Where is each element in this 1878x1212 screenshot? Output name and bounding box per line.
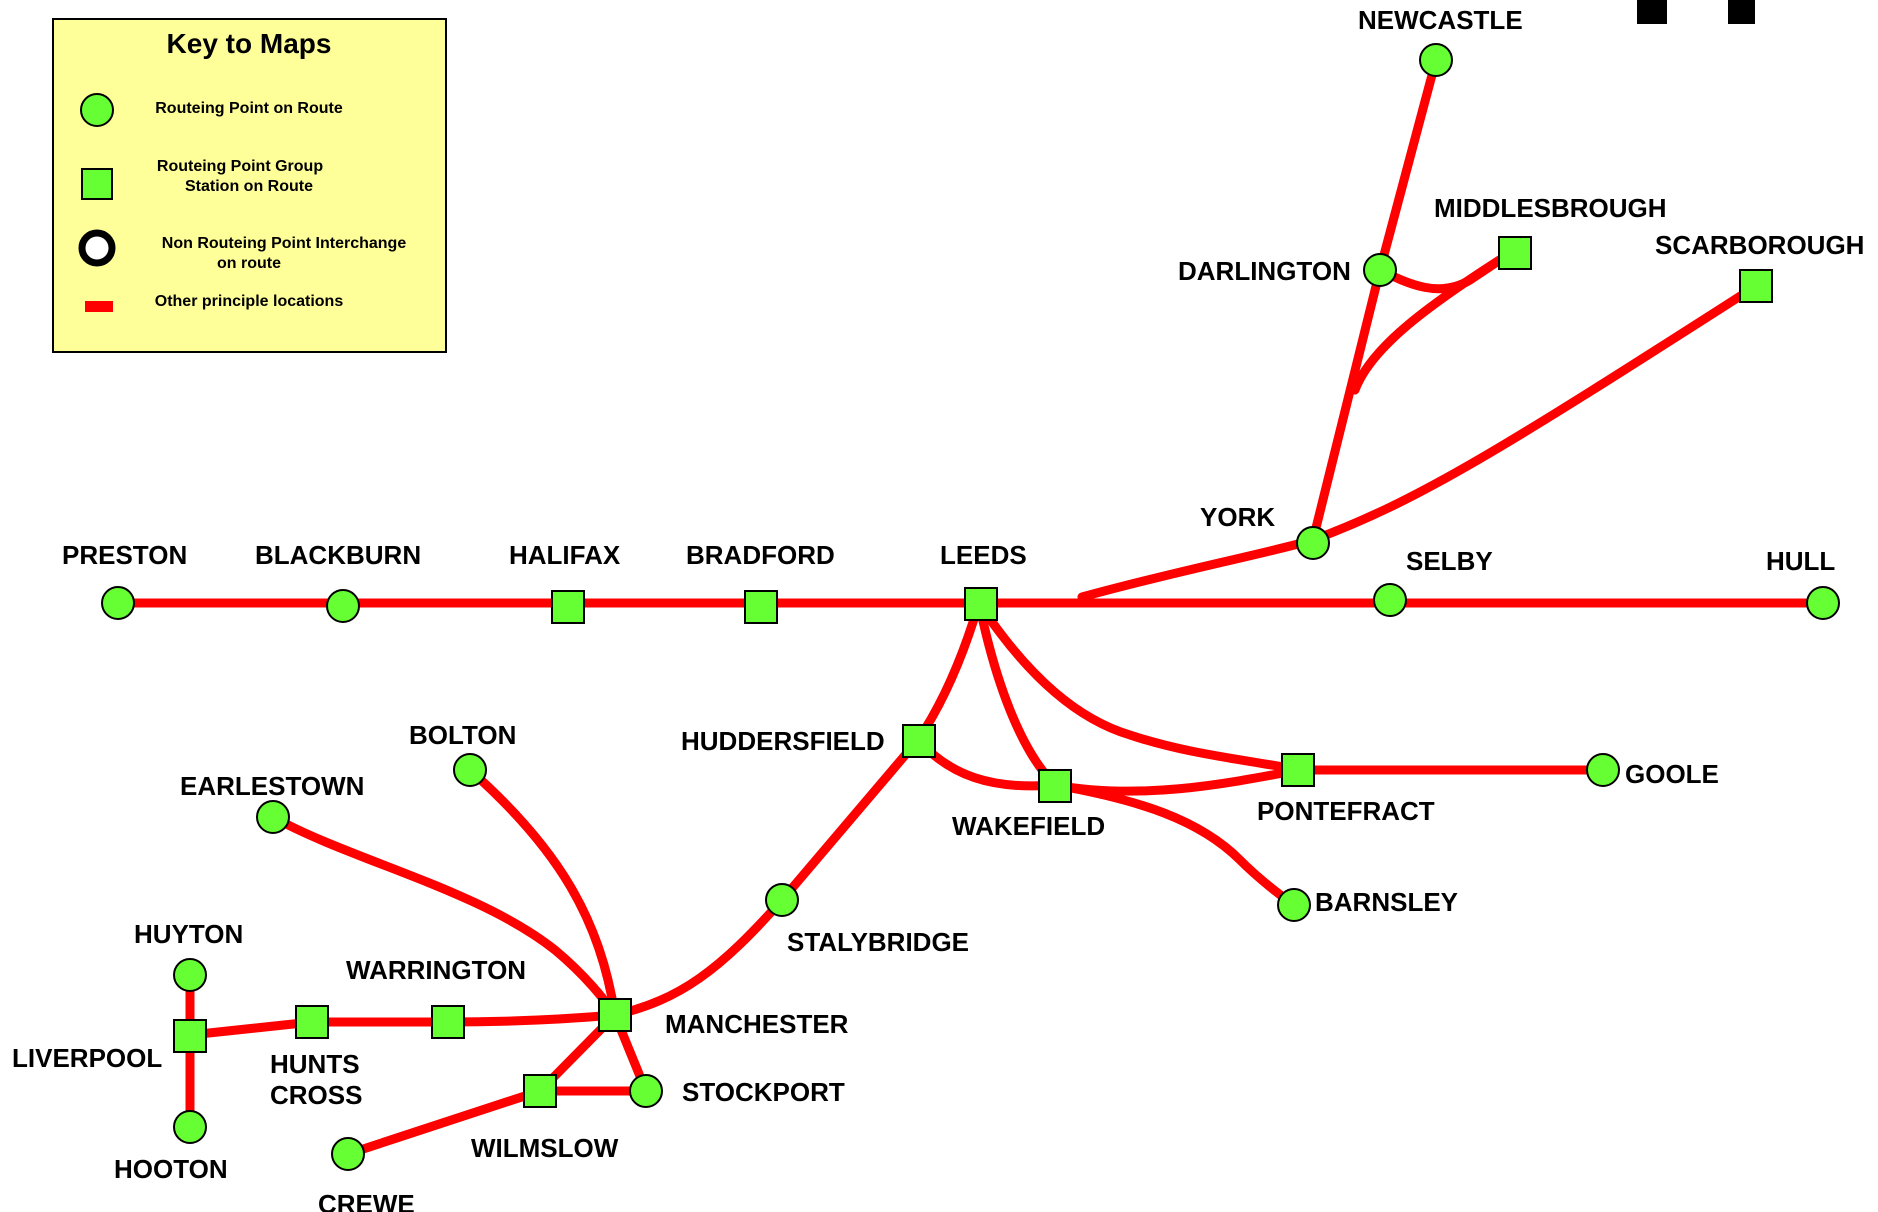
label-preston: PRESTON: [62, 540, 187, 570]
track-york-newcastle: [1308, 55, 1441, 545]
map-key: Key to Maps Routeing Point on Route Rout…: [52, 18, 447, 353]
corner-mark-left: [1637, 0, 1667, 24]
track-leeds-huddersfield: [913, 598, 984, 745]
label-huyton: HUYTON: [134, 919, 243, 949]
label-darlington: DARLINGTON: [1178, 256, 1351, 286]
label-crewe: CREWE: [318, 1189, 415, 1212]
key-item-label: Other principle locations: [155, 293, 344, 310]
station-warrington: [431, 1005, 465, 1039]
station-newcastle: [1419, 43, 1453, 77]
label-pontefract: PONTEFRACT: [1257, 796, 1435, 826]
station-manchester: [598, 998, 632, 1032]
station-bradford: [744, 590, 778, 624]
station-pontefract: [1281, 753, 1315, 787]
station-stockport: [629, 1074, 663, 1108]
station-selby: [1373, 583, 1407, 617]
station-preston: [101, 586, 135, 620]
stations: [101, 43, 1840, 1171]
label-bradford: BRADFORD: [686, 540, 835, 570]
label-bolton: BOLTON: [409, 720, 516, 750]
key-item-label: Station on Route: [185, 178, 313, 195]
label-huddersfield: HUDDERSFIELD: [681, 726, 885, 756]
station-darlington: [1363, 253, 1397, 287]
label-york: YORK: [1200, 502, 1275, 532]
key-box: [52, 18, 447, 353]
station-labels: PRESTON BLACKBURN HALIFAX BRADFORD LEEDS…: [12, 5, 1864, 1212]
station-crewe: [331, 1137, 365, 1171]
station-bolton: [453, 753, 487, 787]
station-blackburn: [326, 589, 360, 623]
key-square-icon: [81, 168, 113, 200]
key-item-label: Routeing Point on Route: [155, 100, 343, 117]
label-earlestown: EARLESTOWN: [180, 771, 364, 801]
track-wilmslow-crewe: [343, 1086, 545, 1159]
corner-mark-right: [1728, 0, 1755, 24]
label-scarborough: SCARBOROUGH: [1655, 230, 1864, 260]
track-liverpool-manchester: [185, 1010, 620, 1040]
station-barnsley: [1277, 888, 1311, 922]
label-hull: HULL: [1766, 546, 1835, 576]
label-warrington: WARRINGTON: [346, 955, 526, 985]
key-ring-icon: [78, 229, 116, 267]
station-york: [1296, 526, 1330, 560]
label-wilmslow: WILMSLOW: [471, 1133, 619, 1163]
station-wilmslow: [523, 1074, 557, 1108]
station-liverpool: [173, 1019, 207, 1053]
label-huntscross-line2: CROSS: [270, 1080, 362, 1110]
key-title: Key to Maps: [167, 28, 332, 59]
track-leeds-york: [1077, 535, 1318, 602]
station-hooton: [173, 1110, 207, 1144]
key-circle-icon: [80, 93, 114, 127]
label-goole: GOOLE: [1625, 759, 1719, 789]
track-york-scarborough: [1308, 281, 1761, 545]
station-halifax: [551, 590, 585, 624]
label-stockport: STOCKPORT: [682, 1077, 845, 1107]
key-item-label: Non Routeing Point Interchange: [162, 235, 407, 252]
key-dash-icon: [85, 301, 113, 312]
label-selby: SELBY: [1406, 546, 1493, 576]
track-huddersfield-manchester: [610, 735, 923, 1020]
label-leeds: LEEDS: [940, 540, 1027, 570]
key-item-label: Routeing Point Group: [157, 158, 323, 175]
label-blackburn: BLACKBURN: [255, 540, 421, 570]
track-york-middlesbrough: [1350, 247, 1517, 395]
station-huyton: [173, 958, 207, 992]
key-item-label: on route: [217, 255, 281, 272]
station-hull: [1806, 586, 1840, 620]
station-earlestown: [256, 800, 290, 834]
station-leeds: [964, 587, 998, 621]
track-leeds-wakefield: [974, 598, 1060, 790]
station-huntscross: [295, 1005, 329, 1039]
station-stalybridge: [765, 883, 799, 917]
track-bolton-manchester: [465, 765, 620, 1020]
label-manchester: MANCHESTER: [665, 1009, 849, 1039]
station-scarborough: [1739, 269, 1773, 303]
station-huddersfield: [902, 724, 936, 758]
track-earlestown-manchester: [268, 812, 620, 1020]
label-middlesbrough: MIDDLESBROUGH: [1434, 193, 1667, 223]
label-wakefield: WAKEFIELD: [952, 811, 1105, 841]
label-stalybridge: STALYBRIDGE: [787, 927, 969, 957]
label-halifax: HALIFAX: [509, 540, 621, 570]
track-darlington-middlesbrough: [1375, 247, 1517, 294]
label-huntscross-line1: HUNTS: [270, 1049, 360, 1079]
label-liverpool: LIVERPOOL: [12, 1043, 162, 1073]
station-middlesbrough: [1498, 236, 1532, 270]
track-leeds-pontefract: [974, 598, 1304, 775]
label-newcastle: NEWCASTLE: [1358, 5, 1523, 35]
label-hooton: HOOTON: [114, 1154, 228, 1184]
label-barnsley: BARNSLEY: [1315, 887, 1458, 917]
station-goole: [1586, 753, 1620, 787]
station-wakefield: [1038, 769, 1072, 803]
track-wakefield-barnsley: [1050, 780, 1299, 910]
